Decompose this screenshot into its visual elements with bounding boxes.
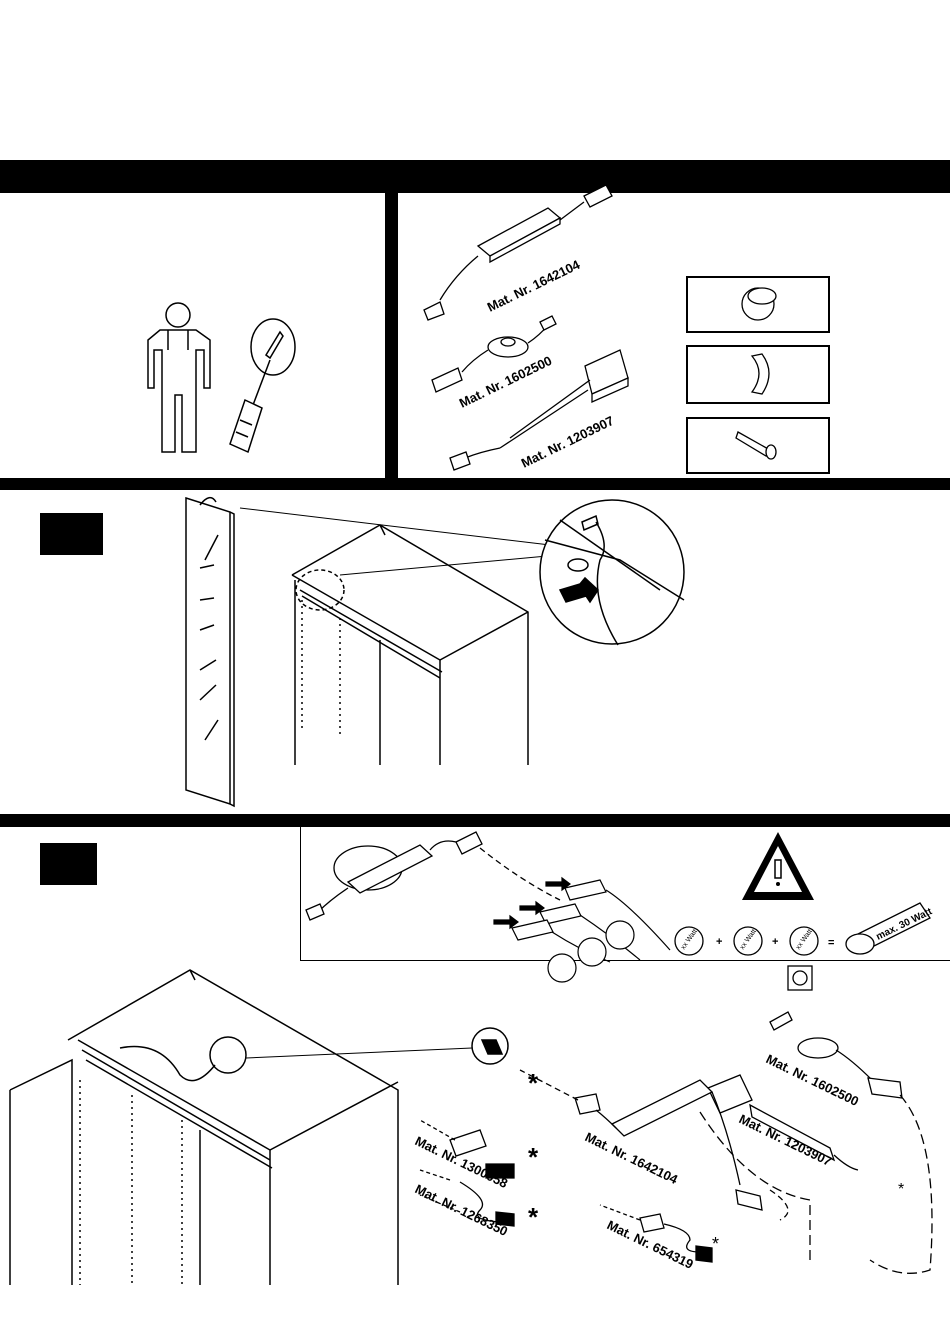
assembly-label-cable-b: Mat. Nr. 1268350 (413, 1181, 511, 1239)
screw-icon (736, 432, 776, 459)
asterisk-4: * (712, 1234, 719, 1254)
cap-icon (742, 288, 776, 320)
assembly-label-distributor: Mat. Nr. 1203907 (737, 1111, 835, 1169)
asterisk-3: * (528, 1202, 539, 1232)
clip-icon (752, 354, 769, 394)
plus-sign-1: + (716, 936, 722, 948)
asterisk-1: * (528, 1068, 539, 1098)
detail-circle-step1 (540, 500, 684, 645)
mirror-door-icon (186, 498, 234, 806)
assembly-label-transformer: Mat. Nr. 1642104 (583, 1129, 681, 1187)
equals-sign: = (828, 937, 834, 949)
zoom-line-1 (240, 508, 550, 545)
warning-triangle-icon (742, 832, 814, 900)
asterisk-2: * (528, 1142, 539, 1172)
part-label-transformer: Mat. Nr. 1642104 (485, 257, 583, 315)
screwdriver-icon (230, 319, 295, 452)
asterisk-5: * (898, 1181, 904, 1198)
assembly-label-switch: Mat. Nr. 1602500 (764, 1051, 862, 1109)
plus-sign-2: + (772, 936, 778, 948)
worker-icon (148, 303, 210, 452)
light-connectors-icon (494, 878, 670, 982)
cabinet-step2-icon (10, 970, 508, 1285)
